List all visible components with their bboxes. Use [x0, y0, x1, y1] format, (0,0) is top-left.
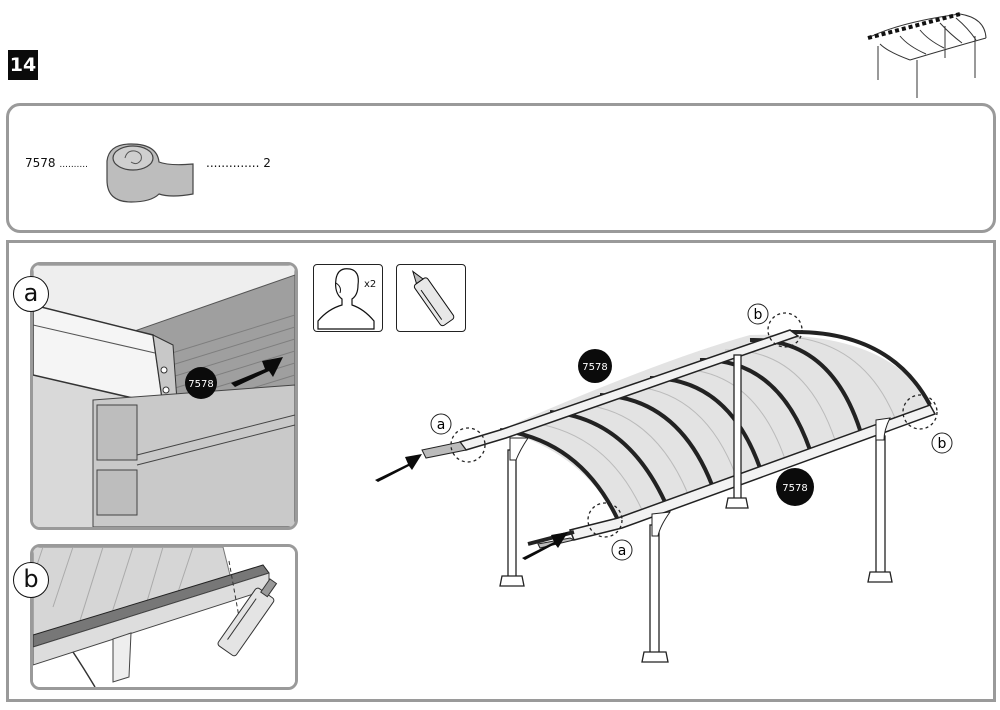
utility-knife-box — [396, 264, 466, 332]
tape-label-1: 7578 — [582, 362, 607, 373]
assembly-panel — [6, 240, 996, 702]
detail-a-label: a — [13, 276, 49, 312]
parts-list-panel: 7578 .......... .............. 2 — [6, 103, 996, 233]
step-number: 14 — [8, 50, 38, 80]
callout-b-top: b — [754, 307, 763, 323]
part-quantity: .............. 2 — [206, 156, 271, 170]
helpers-count: x2 — [364, 279, 377, 290]
carport-overview-icon — [867, 12, 987, 98]
helpers-box: x2 — [313, 264, 383, 332]
tape-roll-icon — [106, 143, 194, 203]
callout-b-right: b — [938, 436, 947, 452]
detail-b-label: b — [13, 562, 49, 598]
carport-illustration: 7578 7578 a a b b — [375, 303, 953, 663]
tape-label-2: 7578 — [782, 483, 807, 494]
utility-knife-icon — [411, 270, 455, 327]
callout-a-front: a — [618, 543, 627, 559]
part-code: 7578 .......... — [25, 156, 88, 170]
detail-tape-label: 7578 — [188, 379, 213, 390]
callout-a-left: a — [437, 417, 446, 433]
detail-a-panel: 7578 — [30, 262, 298, 530]
detail-b-panel — [30, 544, 298, 690]
